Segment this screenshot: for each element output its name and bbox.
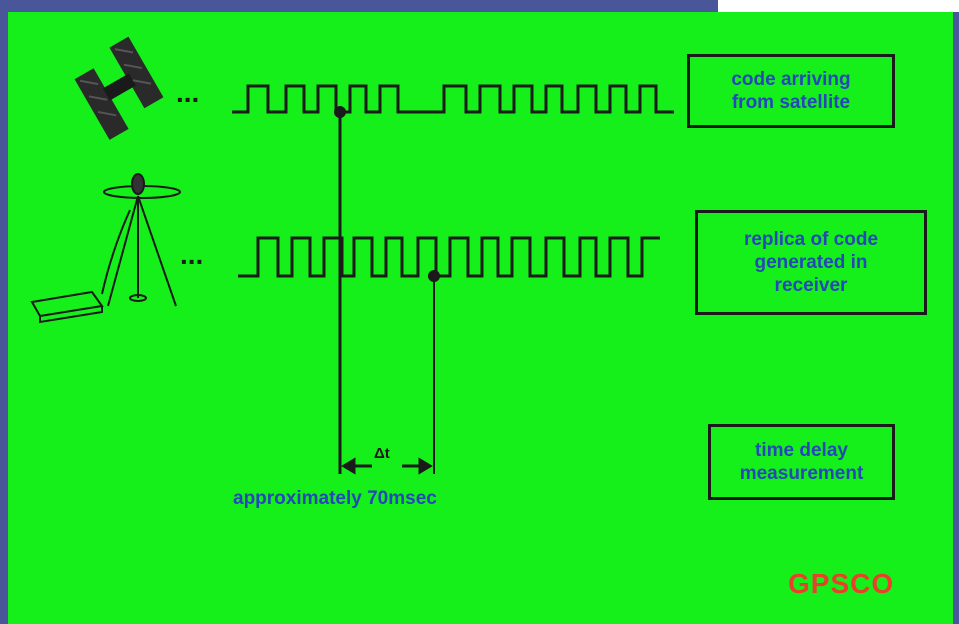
replica-code-label-line-3: receiver	[774, 275, 848, 296]
replica-code-label-line-1: replica of code	[743, 229, 879, 250]
replica-code-label-box: replica of code generated in receiver	[695, 210, 927, 315]
satellite-code-label-box: code arriving from satellite	[687, 54, 895, 128]
satellite-icon	[74, 36, 164, 140]
replica-code-label-line-2: generated in	[754, 252, 868, 273]
ellipsis-bottom: ...	[180, 239, 203, 270]
top-white-strip	[718, 0, 959, 12]
delta-arrow	[341, 457, 433, 475]
satellite-edge-dot	[334, 106, 346, 118]
delta-t-label: Δt	[374, 445, 390, 462]
time-delay-label-box: time delay measurement	[708, 424, 895, 500]
replica-code-waveform	[238, 236, 660, 278]
ellipsis-top: ...	[176, 77, 199, 108]
slide-panel	[8, 12, 953, 624]
satellite-code-label-line-1: code arriving	[731, 69, 851, 90]
satellite-code-waveform	[232, 84, 674, 114]
receiver-antenna-icon	[30, 173, 181, 324]
satellite-code-label-line-2: from satellite	[731, 92, 851, 113]
approx-delay-text: approximately 70msec	[233, 488, 437, 509]
time-delay-label-line-2: measurement	[739, 463, 864, 484]
time-delay-label-line-1: time delay	[755, 440, 848, 461]
brand-logo-text: GPSCO	[788, 568, 895, 599]
replica-edge-dot	[428, 270, 440, 282]
